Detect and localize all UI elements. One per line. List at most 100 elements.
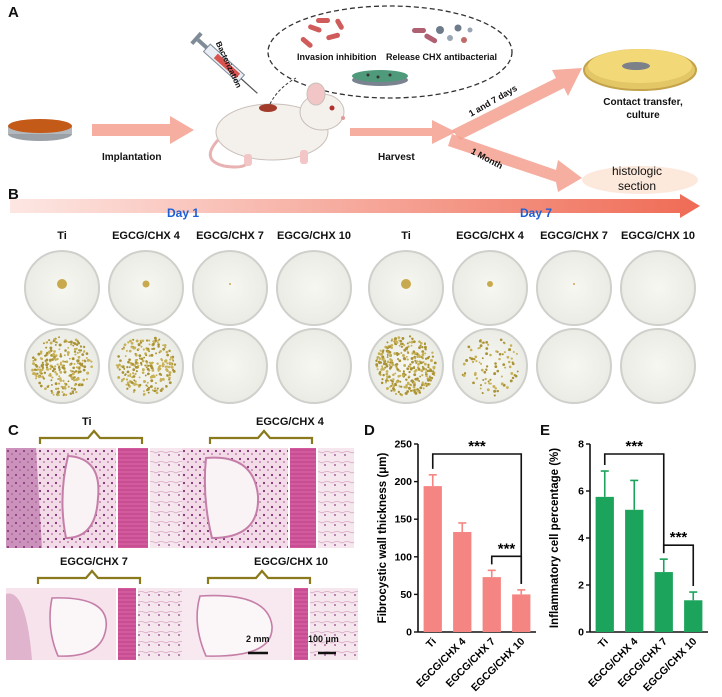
y-tick-label: 250: [394, 439, 412, 451]
x-tick-label: EGCG/CHX 10: [641, 636, 700, 694]
significance-label: ***: [468, 438, 486, 455]
histo-label-egcg10: EGCG/CHX 10: [254, 556, 328, 568]
significance-label: ***: [670, 529, 688, 546]
significance-bracket: [603, 453, 665, 554]
invasion-label: Invasion inhibition: [297, 52, 377, 62]
release-label: Release CHX antibacterial: [386, 52, 498, 62]
histologic-label: histologic section: [611, 164, 663, 193]
bar: [684, 600, 703, 632]
culture-dish: [536, 328, 612, 404]
y-tick-label: 50: [400, 589, 412, 601]
histology-egcg10: [182, 588, 358, 660]
histology-egcg7: [6, 588, 182, 660]
group-label: EGCG/CHX 4: [456, 230, 524, 242]
y-axis-label: Inflammatory cell percentage (%): [549, 448, 561, 628]
x-tick-label: EGCG/CHX 4: [586, 636, 640, 690]
scale-label-2mm: 2 mm: [246, 634, 270, 644]
group-label: EGCG/CHX 7: [196, 230, 264, 242]
petri-dish-icon: [583, 49, 697, 91]
bar: [453, 531, 472, 632]
scale-label-100um: 100 µm: [308, 634, 339, 644]
culture-dish: [620, 328, 696, 404]
syringe-icon: [190, 31, 258, 94]
day7-label: Day 7: [520, 206, 553, 220]
y-tick-label: 2: [578, 580, 584, 592]
bar: [482, 577, 501, 632]
y-tick-label: 200: [394, 476, 412, 488]
x-tick-label: EGCG/CHX 10: [469, 636, 528, 694]
bar: [654, 572, 673, 632]
histology-egcg4: [182, 448, 354, 548]
bar: [423, 486, 442, 632]
y-tick-label: 100: [394, 551, 412, 563]
x-tick-label: EGCG/CHX 4: [414, 636, 468, 690]
bar: [512, 594, 531, 632]
group-label: Ti: [401, 230, 411, 242]
panel-a-letter: A: [8, 4, 19, 21]
culture-dish: [452, 250, 528, 326]
contact-transfer-label: Contact transfer, culture: [603, 97, 683, 121]
significance-bracket: [490, 555, 523, 584]
culture-dish: [24, 250, 100, 326]
histology-images: [6, 448, 358, 660]
implantation-label: Implantation: [102, 152, 162, 163]
day1-label: Day 1: [167, 206, 200, 220]
implantation-arrow: [92, 116, 194, 144]
panel-d-letter: D: [364, 422, 375, 439]
harvest-arrow: [350, 120, 456, 144]
braces-top: [38, 429, 314, 444]
culture-dish: [276, 250, 352, 326]
y-axis-label: Fibrocystic wall thickness (μm): [377, 453, 389, 624]
histologic-arrow: [448, 134, 582, 192]
culture-dish: [192, 328, 268, 404]
panel-e-letter: E: [540, 422, 551, 439]
y-tick-label: 150: [394, 514, 412, 526]
x-tick-label: Ti: [424, 636, 439, 651]
y-tick-label: 6: [578, 486, 584, 498]
panel-c-letter: C: [8, 422, 19, 439]
group-label: EGCG/CHX 4: [112, 230, 180, 242]
transfer-arrow: [452, 68, 582, 140]
bar: [595, 496, 614, 632]
histology-ti: [6, 448, 182, 548]
histo-label-ti: Ti: [82, 416, 92, 428]
histo-label-egcg4: EGCG/CHX 4: [256, 416, 324, 428]
x-tick-label: Ti: [596, 636, 611, 651]
significance-bracket: [662, 544, 695, 587]
culture-dish: [108, 250, 184, 326]
culture-dish: [452, 328, 528, 404]
mechanism-bubble: [267, 5, 513, 99]
significance-label: ***: [625, 438, 643, 455]
bar: [625, 509, 644, 632]
bacteria-icon: [300, 18, 344, 48]
significance-label: ***: [498, 540, 516, 557]
culture-dish: [368, 250, 444, 326]
culture-dish: [108, 328, 184, 404]
significance-bracket: [431, 453, 523, 584]
culture-dish: [368, 328, 444, 404]
histo-label-egcg7: EGCG/CHX 7: [60, 556, 128, 568]
timeline-arrow: [10, 194, 700, 218]
y-tick-label: 4: [578, 533, 584, 545]
chx-release-icon: [412, 24, 473, 44]
panel-a-schematic: [8, 5, 698, 194]
culture-dish: [276, 328, 352, 404]
group-label: EGCG/CHX 10: [277, 230, 351, 242]
coated-disc-icon: [352, 70, 408, 86]
braces-bottom: [36, 569, 312, 584]
culture-dish: [536, 250, 612, 326]
implant-disc-icon: [8, 119, 72, 141]
culture-dish: [620, 250, 696, 326]
group-label: EGCG/CHX 10: [621, 230, 695, 242]
culture-dish: [24, 328, 100, 404]
culture-dish: [192, 250, 268, 326]
panel-b-letter: B: [8, 186, 19, 203]
harvest-label: Harvest: [378, 152, 415, 163]
y-tick-label: 0: [578, 627, 584, 639]
y-tick-label: 8: [578, 439, 584, 451]
group-label: Ti: [57, 230, 67, 242]
group-label: EGCG/CHX 7: [540, 230, 608, 242]
mouse-icon: [208, 82, 345, 169]
